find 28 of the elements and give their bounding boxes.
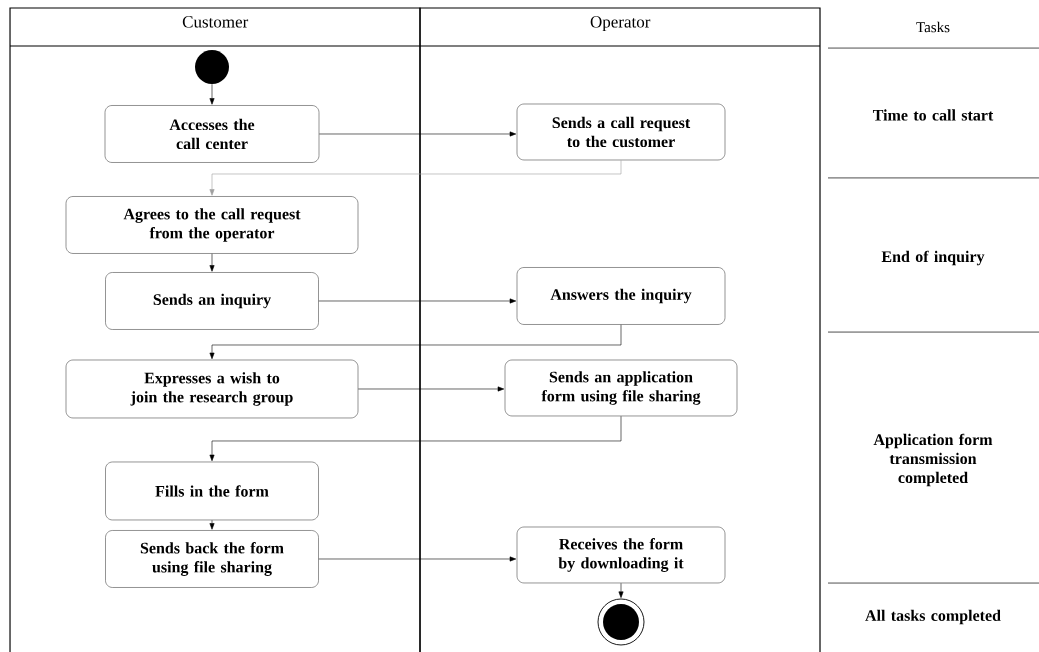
- task-label: End of inquiry: [881, 250, 985, 266]
- activity-box: Sends an inquiry: [105, 272, 319, 330]
- arrow: [319, 131, 517, 137]
- activity-box: Sends a call request to the customer: [516, 103, 726, 161]
- arrow: [358, 386, 505, 392]
- activity-box: Accesses the call center: [104, 105, 320, 163]
- arrow: [209, 520, 215, 530]
- arrow: [209, 324, 622, 360]
- activity-box: Expresses a wish to join the research group: [65, 359, 359, 419]
- arrow: [209, 253, 215, 272]
- arrow: [618, 583, 624, 598]
- activity-box: Agrees to the call request from the operator: [65, 196, 359, 254]
- end-node: [597, 598, 645, 646]
- activity-box: Receives the form by downloading it: [516, 526, 726, 584]
- arrow: [209, 416, 622, 462]
- task-label: All tasks completed: [865, 609, 1001, 625]
- activity-box: Sends an application form using file sharing: [504, 359, 738, 417]
- activity-box: Fills in the form: [105, 461, 319, 521]
- column-header: Tasks: [916, 21, 950, 33]
- arrow: [318, 298, 517, 304]
- task-label: Time to call start: [872, 109, 994, 121]
- arrow: [318, 556, 517, 562]
- start-node: [195, 50, 229, 84]
- activity-box: Answers the inquiry: [516, 267, 726, 325]
- arrow: [209, 160, 622, 196]
- arrow: [209, 83, 215, 105]
- activity-box: Sends back the form using file sharing: [105, 530, 319, 588]
- task-label: Application form transmission completed: [873, 433, 993, 487]
